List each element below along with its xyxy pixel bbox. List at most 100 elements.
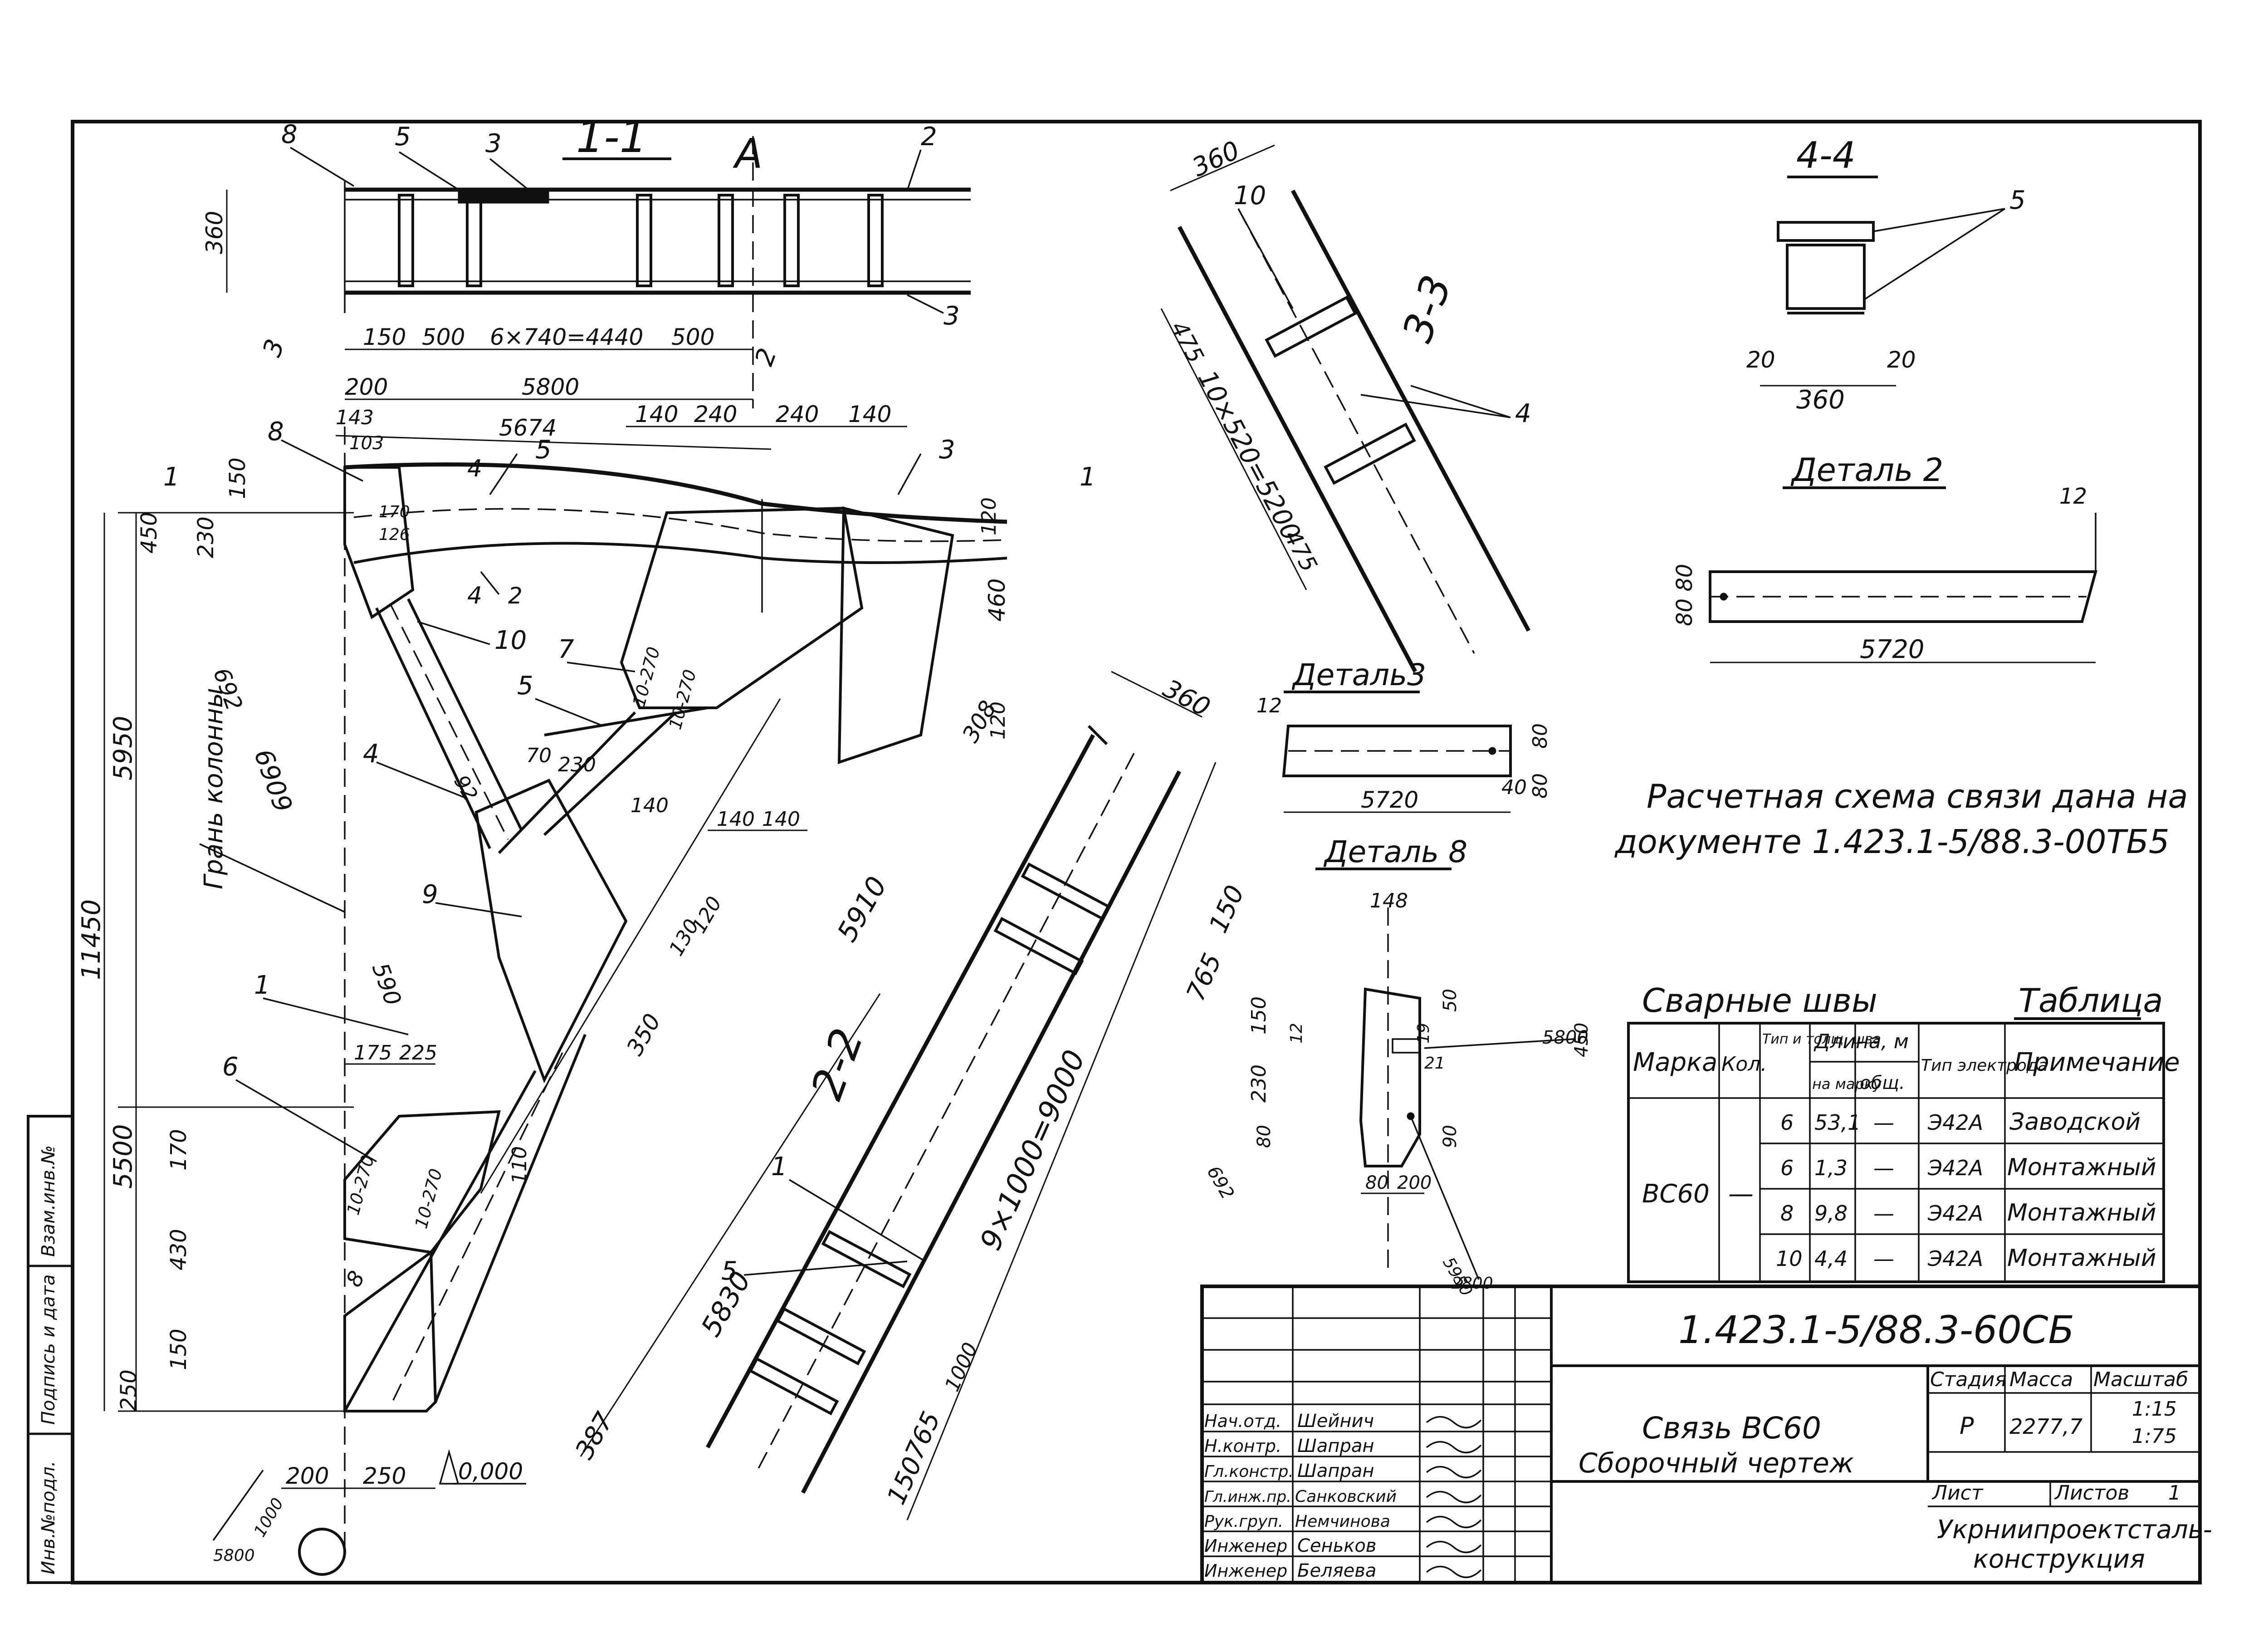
- sheets-value: 1: [2168, 1481, 2181, 1505]
- dim-5800-bottom: 5800: [213, 1546, 255, 1565]
- weld-qty: —: [1728, 1179, 1754, 1209]
- side-stamp-inv: Инв.№подл.: [38, 1461, 59, 1574]
- callout-3-main: 3: [939, 435, 955, 465]
- d8-dim-50: 50: [1440, 989, 1461, 1012]
- section-mark-1-left: 1: [163, 462, 180, 492]
- dim-150b: 150: [166, 1329, 191, 1370]
- drawing-code: 1.423.1-5/88.3-60СБ: [1678, 1308, 2074, 1352]
- weld-row2-len: 1,3: [1814, 1156, 1848, 1180]
- staff-name-7: Беляева: [1297, 1560, 1376, 1581]
- s44-dim-20a: 20: [1746, 347, 1775, 373]
- callout-8-main: 8: [268, 417, 284, 446]
- section-mark-4b: 4: [467, 582, 482, 609]
- d8-dim-80b: 80: [1365, 1172, 1388, 1193]
- detail-3: Деталь3 5720 12 80 80 40 Деталь 8: [1256, 657, 1552, 870]
- detail-2: Деталь 2 5720 80 80 12: [1672, 451, 2097, 664]
- d8-dim-5800: 5800: [1542, 1027, 1589, 1048]
- d3-dim-80a: 80: [1529, 723, 1552, 749]
- dim-140a: 140: [635, 401, 678, 427]
- callout-8-bottom: 8: [341, 1267, 370, 1291]
- staff-name-5: Немчинова: [1295, 1512, 1390, 1531]
- staff-role-5: Рук.груп.: [1204, 1512, 1283, 1531]
- dim-126-plate: 126: [379, 525, 410, 544]
- side-stamp-sign: Подпись и дата: [38, 1275, 59, 1425]
- dim-240a: 240: [694, 401, 737, 427]
- weld-table-label: Таблица: [2019, 981, 2163, 1020]
- dim-225: 225: [399, 1041, 437, 1064]
- dim-5674: 5674: [499, 415, 557, 441]
- section-mark-4a: 4: [467, 455, 482, 482]
- dim-170: 170: [166, 1129, 191, 1171]
- staff-name-2: Шапран: [1297, 1436, 1374, 1456]
- section-1-1: 1-1 А 360 150 500 6×740=4440 500 200 580…: [201, 112, 971, 408]
- column-face-label: Грань колонны: [199, 688, 229, 889]
- d8-dim-692: 692: [1202, 1162, 1238, 1203]
- th-qty: Кол.: [1721, 1053, 1767, 1076]
- org-name-1: Укрниипроектсталь-: [1937, 1515, 2212, 1545]
- weld-row1-electrode: Э42А: [1927, 1110, 1983, 1135]
- scheme-note-line2: документе 1.423.1-5/88.3-00ТБ5: [1614, 823, 2170, 861]
- dim-387: 387: [570, 1407, 620, 1464]
- weld-row1-total: —: [1873, 1110, 1894, 1135]
- weld-row2-note: Монтажный: [2007, 1154, 2156, 1181]
- dim-430: 430: [166, 1229, 191, 1270]
- section-4-4: 4-4 5 20 20 360: [1746, 134, 2026, 415]
- stage-value: Р: [1960, 1412, 1974, 1440]
- d2-dim-80: 80 80: [1672, 564, 1697, 626]
- dim-5910: 5910: [831, 871, 893, 947]
- staff-role-1: Нач.отд.: [1204, 1411, 1281, 1431]
- callout-4-s33: 4: [1515, 399, 1531, 428]
- callout-2-main: 2: [508, 583, 523, 609]
- staff-role-4: Гл.инж.пр.: [1204, 1488, 1291, 1506]
- dim-10-270-b: 10-270: [665, 667, 700, 731]
- axis-marker-circle: [298, 1528, 346, 1576]
- section-mark-3: 3: [257, 335, 290, 361]
- main-assembly: 450 230 150 5950 11450 5500 170 430 150 …: [77, 335, 1096, 1576]
- section-3-3-title: 3-3: [1393, 269, 1461, 348]
- side-stamp-frame: [27, 1115, 74, 1584]
- level-0000: 0,000: [458, 1458, 523, 1485]
- detail-8-title: Деталь 8: [1323, 834, 1467, 869]
- callout-10-s33: 10: [1234, 181, 1266, 211]
- s33-dim-475a: 475: [1165, 317, 1209, 367]
- s22-dim-1000: 1000: [940, 1339, 982, 1395]
- side-stamp-replace: Взам.инв.№: [38, 1145, 59, 1257]
- dim-590: 590: [367, 959, 406, 1009]
- d8-dim-19: 19: [1414, 1023, 1433, 1044]
- d8-dim-450: 450: [1571, 1023, 1592, 1057]
- weld-row4-total: —: [1873, 1246, 1894, 1271]
- weld-row3-total: —: [1873, 1201, 1894, 1226]
- detail-8: 148 150 12 230 50 19 21 5800 450 80 90 6…: [1202, 889, 1592, 1299]
- th-note: Примечание: [2014, 1048, 2180, 1077]
- scheme-note-line1: Расчетная схема связи дана на: [1647, 777, 2188, 815]
- section-2-2-title: 2-2: [801, 1022, 873, 1106]
- detail-3-title: Деталь3: [1291, 657, 1426, 692]
- section-4-4-title: 4-4: [1796, 134, 1856, 177]
- weld-row2-type: 6: [1780, 1156, 1794, 1180]
- dim-11450: 11450: [77, 899, 106, 980]
- th-per-mark: на марку: [1812, 1075, 1882, 1093]
- dim-103: 103: [349, 433, 384, 454]
- scale-label: Масштаб: [2093, 1368, 2188, 1391]
- staff-role-2: Н.контр.: [1204, 1436, 1281, 1456]
- callout-5-main: 5: [535, 435, 552, 465]
- d8-dim-2800: 2800: [1452, 1274, 1493, 1293]
- callout-8-top: 8: [281, 120, 298, 149]
- callout-3-right: 3: [943, 301, 960, 331]
- dim-143: 143: [336, 406, 374, 429]
- th-total: общ.: [1860, 1073, 1905, 1094]
- d3-dim-40: 40: [1501, 776, 1527, 799]
- callout-1-s22: 1: [771, 1152, 787, 1182]
- sheet-frame: [71, 120, 2202, 1584]
- s11-dim-4440: 6×740=4440: [490, 324, 643, 350]
- dim-140e: 140: [762, 808, 800, 831]
- s22-dim-360: 360: [1158, 674, 1215, 723]
- weld-row2-total: —: [1873, 1156, 1894, 1180]
- axis-symbol: А: [733, 130, 763, 178]
- weld-mark: ВС60: [1642, 1179, 1710, 1209]
- callout-7-main: 7: [558, 635, 574, 664]
- staff-role-6: Инженер: [1204, 1536, 1287, 1556]
- weld-row1-note: Заводской: [2009, 1108, 2141, 1136]
